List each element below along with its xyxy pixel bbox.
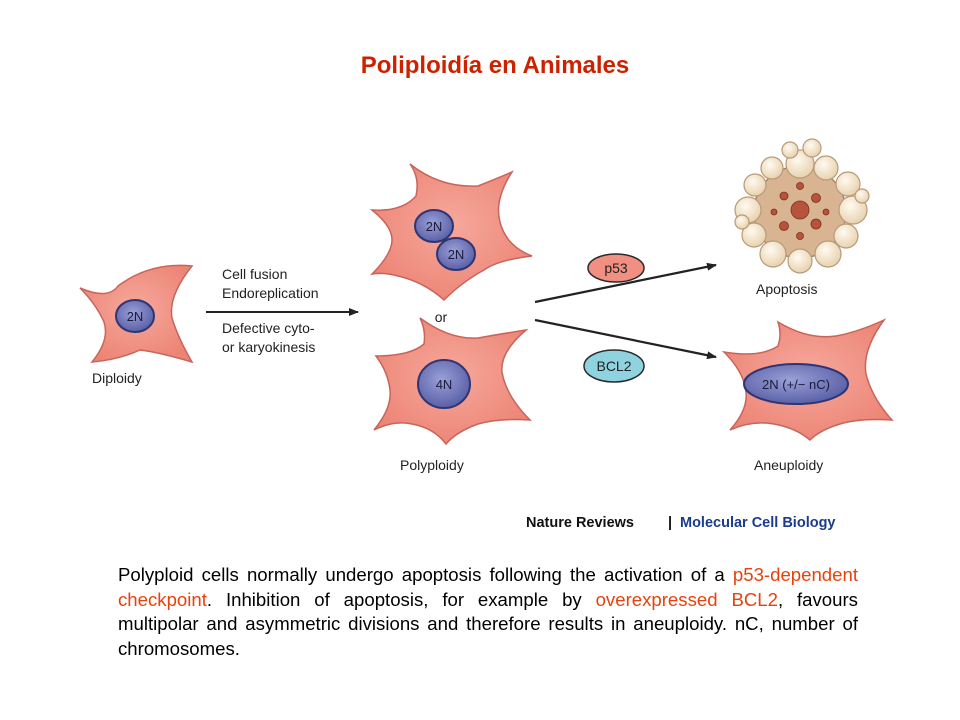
- mononucleate-cell: 4N Polyploidy: [373, 317, 532, 473]
- apoptotic-cell: Apoptosis: [734, 138, 870, 297]
- aneuploid-cell: 2N (+/− nC) Aneuploidy: [721, 318, 894, 473]
- credit-separator: |: [668, 515, 672, 531]
- binucleate-nucleus-1-label: 2N: [426, 219, 443, 234]
- or-label: or: [435, 309, 448, 325]
- chromatin-fragments: [770, 182, 830, 240]
- label-karyokinesis: or karyokinesis: [222, 339, 315, 355]
- p53-label: p53: [604, 260, 628, 276]
- caption-part-2: . Inhibition of apoptosis, for example b…: [206, 588, 596, 610]
- credit-section: Molecular Cell Biology: [680, 515, 836, 531]
- label-endoreplication: Endoreplication: [222, 285, 319, 301]
- page-title: Poliploidía en Animales: [360, 52, 630, 79]
- binucleate-nucleus-2: [436, 237, 476, 271]
- aneuploidy-label: Aneuploidy: [754, 457, 823, 473]
- p53-arrow: [534, 262, 717, 304]
- binucleate-nucleus-1: [414, 209, 454, 243]
- binucleate-nucleus-2-label: 2N: [448, 247, 465, 262]
- binucleate-cell: 2N 2N: [369, 163, 533, 302]
- caption-part-3: , favours multipolar and asymmetric divi…: [118, 588, 858, 659]
- label-cell-fusion: Cell fusion: [222, 266, 287, 282]
- apoptosis-label: Apoptosis: [756, 281, 817, 297]
- diploid-nucleus: [115, 299, 155, 333]
- diploid-nucleus-label: 2N: [127, 309, 144, 324]
- credit-line: Nature Reviews | Molecular Cell Biology: [526, 515, 836, 531]
- caption-part-1: Polyploid cells normally undergo apoptos…: [118, 564, 733, 585]
- polyploid-label: Polyploidy: [400, 457, 464, 473]
- mononucleate-nucleus: [417, 359, 471, 409]
- caption: Polyploid cells normally undergo apoptos…: [118, 563, 858, 661]
- label-defective-cyto: Defective cyto-: [222, 320, 315, 336]
- p53-badge: p53: [587, 253, 645, 283]
- diploid-cell: 2N Diploidy: [79, 264, 194, 386]
- bcl2-label: BCL2: [596, 358, 631, 374]
- credit-journal: Nature Reviews: [526, 515, 634, 531]
- apoptotic-blebs: [734, 138, 870, 274]
- p53-badge-shape: [587, 253, 645, 283]
- caption-highlight-p53: p53-dependent checkpoint: [118, 564, 858, 610]
- aneuploid-nucleus-label: 2N (+/− nC): [762, 377, 830, 392]
- caption-highlight-bcl2: overexpressed BCL2: [595, 588, 778, 610]
- aneuploid-nucleus: [743, 363, 849, 405]
- bcl2-badge: BCL2: [583, 349, 645, 383]
- mononucleate-nucleus-label: 4N: [436, 377, 453, 392]
- transition: Cell fusion Endoreplication Defective cy…: [206, 266, 359, 355]
- diploid-label: Diploidy: [92, 370, 142, 386]
- bcl2-arrow: [534, 318, 717, 360]
- bcl2-badge-shape: [583, 349, 645, 383]
